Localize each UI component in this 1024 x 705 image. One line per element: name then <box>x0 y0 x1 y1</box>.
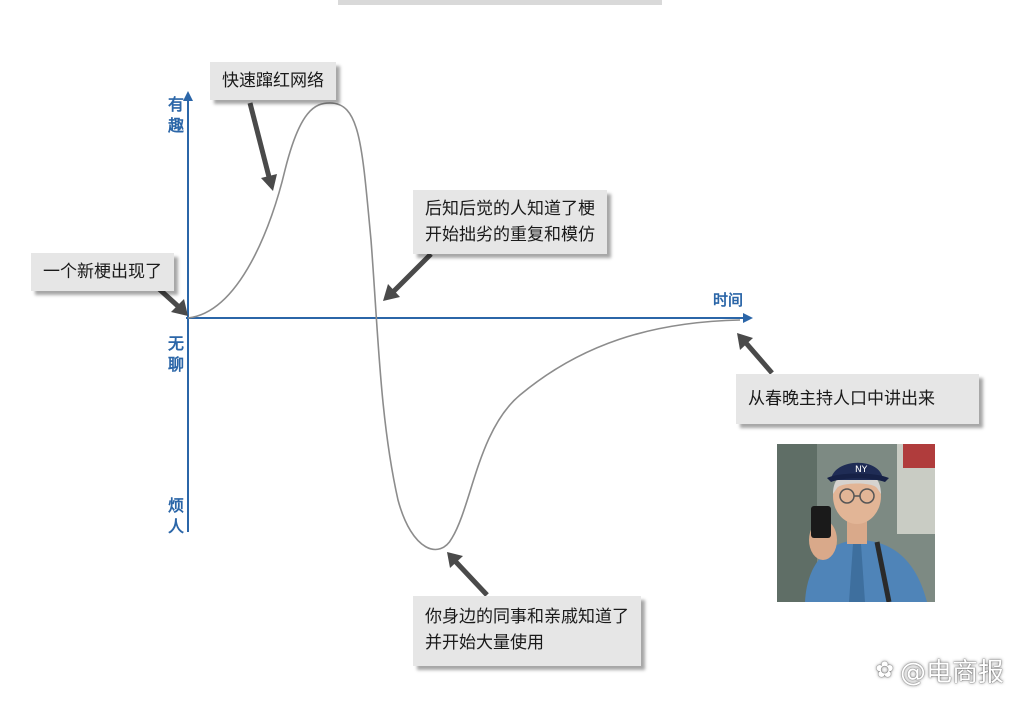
callout-gala-host-text: 从春晚主持人口中讲出来 <box>748 389 935 409</box>
callout-latecomers: 后知后觉的人知道了梗 开始拙劣的重复和模仿 <box>413 190 607 254</box>
arrow-gala-host <box>737 333 774 375</box>
y-axis-bottom-label: 烦 人 <box>166 495 186 537</box>
callout-gala-host: 从春晚主持人口中讲出来 <box>736 374 979 424</box>
arrow-new-meme <box>156 286 188 316</box>
arrow-viral <box>247 102 277 191</box>
paw-icon: ✿ <box>875 658 894 683</box>
callout-colleagues-line1: 你身边的同事和亲戚知道了 <box>425 607 629 627</box>
callout-viral-text: 快速蹿红网络 <box>222 71 324 91</box>
svg-text:NY: NY <box>855 465 868 475</box>
arrow-colleagues <box>447 552 489 597</box>
y-middle-text: 无 聊 <box>167 334 184 374</box>
y-bottom-text: 烦 人 <box>167 496 184 536</box>
callout-latecomers-line2: 开始拙劣的重复和模仿 <box>425 225 595 245</box>
host-photo: NY <box>777 444 935 602</box>
pointer-arrows <box>156 102 774 597</box>
watermark-text: @电商报 <box>899 658 1004 688</box>
watermark: ✿ @电商报 <box>876 652 1004 689</box>
y-axis-middle-label: 无 聊 <box>166 333 186 375</box>
top-cropped-strip <box>338 0 662 5</box>
popularity-curve <box>187 102 741 551</box>
host-photo-illustration: NY <box>777 444 935 602</box>
callout-latecomers-line1: 后知后觉的人知道了梗 <box>425 199 595 219</box>
callout-colleagues: 你身边的同事和亲戚知道了 并开始大量使用 <box>413 596 641 666</box>
callout-colleagues-line2: 并开始大量使用 <box>425 633 544 653</box>
arrow-latecomers <box>383 252 433 301</box>
callout-new-meme: 一个新梗出现了 <box>31 253 174 291</box>
y-axis-top-label: 有 趣 <box>166 94 186 136</box>
callout-viral: 快速蹿红网络 <box>210 62 336 100</box>
callout-new-meme-text: 一个新梗出现了 <box>43 262 162 282</box>
y-top-text: 有 趣 <box>167 95 184 135</box>
x-axis-label: 时间 <box>713 291 744 309</box>
